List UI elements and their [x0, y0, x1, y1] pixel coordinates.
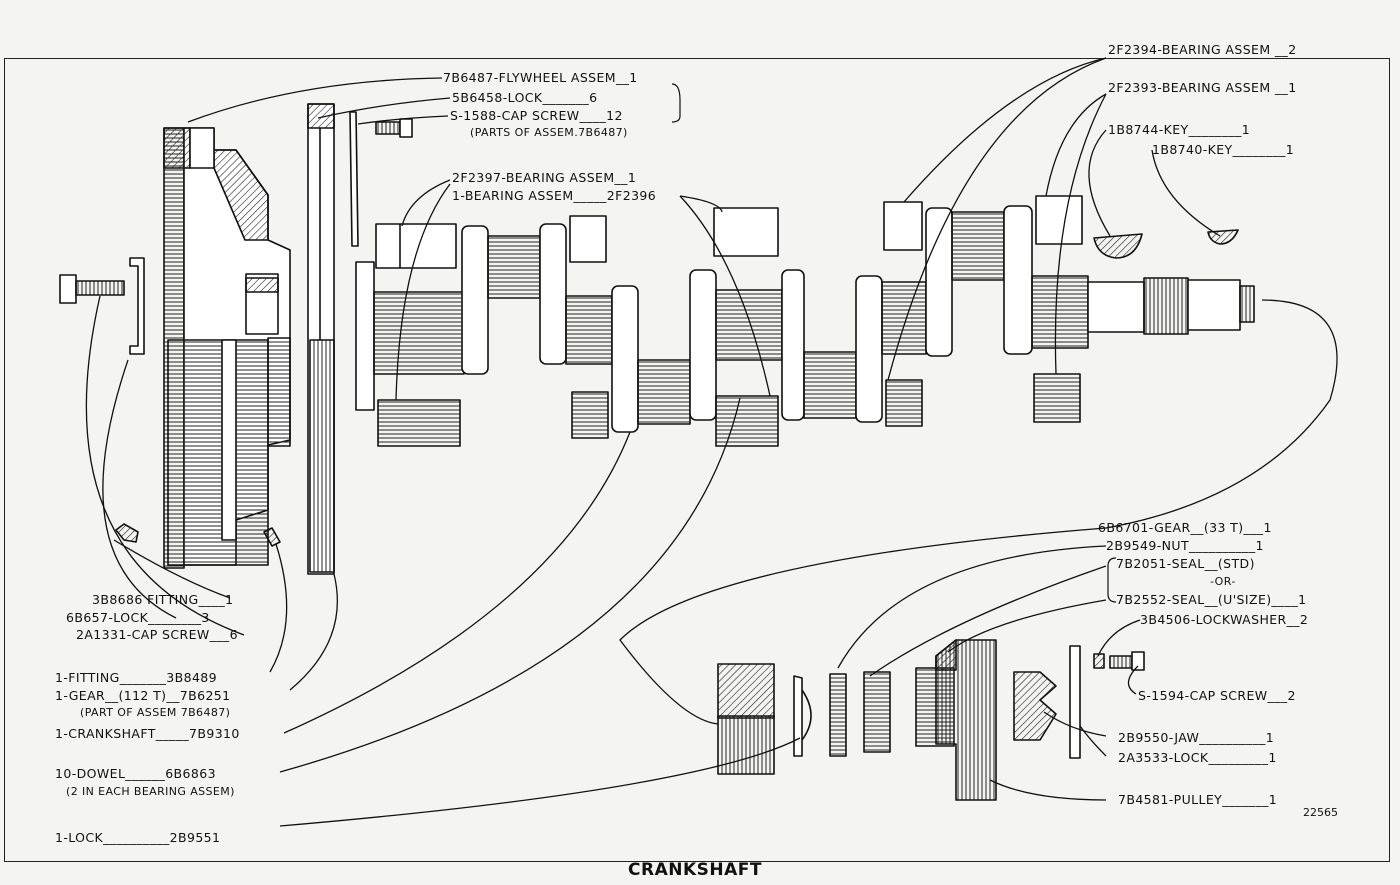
label-gear-7b6251: 1-GEAR__(112 T)__7B6251: [55, 688, 231, 703]
nut: [829, 673, 847, 757]
label-crankshaft-7b9310: 1-CRANKSHAFT_____7B9310: [55, 726, 240, 741]
label-bearing-2f2397: 2F2397-BEARING ASSEM__1: [452, 170, 637, 185]
fitting-small-2: [263, 527, 281, 547]
cap-screw-left: [59, 274, 125, 304]
label-bearing-2f2394: 2F2394-BEARING ASSEM __2: [1108, 42, 1297, 57]
label-key-1b8744: 1B8744-KEY________1: [1108, 122, 1251, 137]
key-1b8740: [1207, 229, 1239, 245]
drawing-frame: [4, 58, 1390, 862]
label-cap-screw-2a1331: 2A1331-CAP SCREW___6: [76, 627, 238, 642]
label-lock-5b6458: 5B6458-LOCK_______6: [452, 90, 598, 105]
label-jaw: 2B9550-JAW__________1: [1118, 730, 1275, 745]
label-key-1b8740: 1B8740-KEY________1: [1152, 142, 1295, 157]
label-flywheel-assem: 7B6487-FLYWHEEL ASSEM__1: [443, 70, 638, 85]
fitting-small-1: [115, 523, 139, 543]
lock-strip: [1069, 645, 1081, 759]
label-seal-std: 7B2051-SEAL__(STD): [1116, 556, 1255, 571]
label-nut-2b9549: 2B9549-NUT__________1: [1106, 538, 1264, 553]
cap-screw-top: [375, 118, 413, 138]
label-cap-screw-s1588: S-1588-CAP SCREW____12: [450, 108, 623, 123]
brackets: [671, 83, 1117, 603]
leader-lines: [85, 57, 1338, 827]
figure-caption: CRANKSHAFT: [628, 860, 762, 880]
crankshaft: [355, 205, 1255, 433]
label-fitting-3b8489: 1-FITTING_______3B8489: [55, 670, 218, 685]
label-bearing-2f2393: 2F2393-BEARING ASSEM __1: [1108, 80, 1297, 95]
label-fitting-3b8686: 3B8686 FITTING____1: [92, 592, 234, 607]
ring-gear: [307, 103, 335, 575]
key-1b8744: [1093, 233, 1143, 259]
label-bearing-2f2396: 1-BEARING ASSEM_____2F2396: [452, 188, 657, 203]
figure-number: 22565: [1303, 806, 1338, 819]
label-part-of-assem: (PART OF ASSEM 7B6487): [80, 706, 231, 719]
flywheel: [163, 127, 291, 569]
label-pulley: 7B4581-PULLEY_______1: [1118, 792, 1278, 807]
lock-bracket: [129, 257, 145, 355]
label-parts-of-assem: (PARTS OF ASSEM.7B6487): [470, 126, 628, 139]
label-gear-6b6701: 6B6701-GEAR__(33 T)___1: [1098, 520, 1272, 535]
label-lock-2b9551: 1-LOCK__________2B9551: [55, 830, 221, 845]
label-dowel-6b6863: 10-DOWEL______6B6863: [55, 766, 216, 781]
pulley: [915, 639, 997, 801]
label-dowel-note: (2 IN EACH BEARING ASSEM): [66, 785, 235, 798]
seal: [863, 671, 891, 753]
label-lock-2a3533: 2A3533-LOCK_________1: [1118, 750, 1277, 765]
label-or: -OR-: [1210, 575, 1236, 588]
label-lock-6b657: 6B657-LOCK________3: [66, 610, 210, 625]
lock-plate: [349, 111, 359, 247]
jaw: [1013, 671, 1057, 741]
label-cap-screw-s1594: S-1594-CAP SCREW___2: [1138, 688, 1296, 703]
lock-disc: [793, 675, 803, 757]
label-seal-usize: 7B2552-SEAL__(U'SIZE)____1: [1116, 592, 1307, 607]
front-gear: [717, 663, 775, 775]
lower-bearings: [377, 373, 1081, 447]
cap-screw-s1594: [1093, 651, 1145, 671]
label-lockwasher: 3B4506-LOCKWASHER__2: [1140, 612, 1309, 627]
upper-bearings: [375, 195, 1083, 269]
